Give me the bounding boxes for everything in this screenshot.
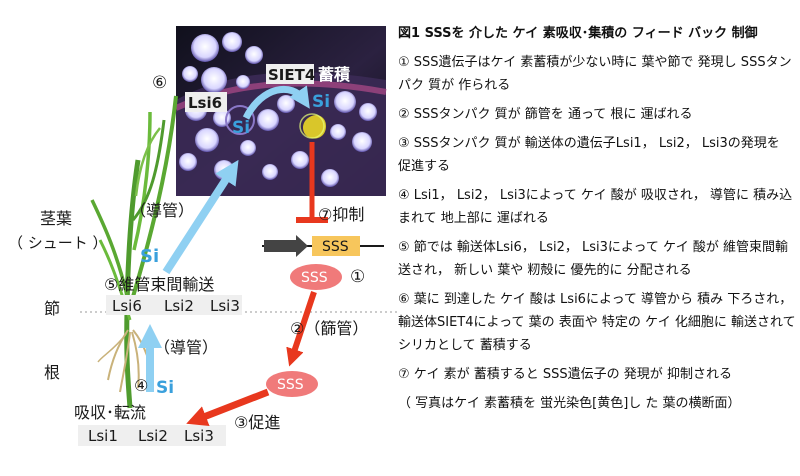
gene-label: SSS — [322, 239, 349, 255]
promote-label: ③促進 — [234, 413, 280, 432]
curved-transfer-arrow — [242, 85, 310, 120]
leaf-label: 茎葉 — [40, 209, 72, 228]
suppress-label: ⑦抑制 — [318, 205, 364, 224]
root-lsi2-label: Lsi2 — [138, 427, 168, 445]
node-label: 節 — [44, 299, 60, 318]
xylem-lower-label: （導管） — [154, 338, 218, 357]
uptake-label: 吸収･転流 — [74, 403, 146, 422]
root-lsi1-label: Lsi1 — [88, 427, 118, 445]
step6-number: ⑥ — [152, 73, 167, 93]
step1-number: ① — [350, 267, 365, 287]
legend-panel: 図1 SSSを 介した ケイ 素吸収･集積の フィード バック 制御 ① SSS… — [398, 22, 796, 415]
si-photo-right-label: Si — [312, 92, 330, 112]
phloem-label: ②（篩管） — [290, 319, 368, 338]
legend-item-2: ② SSSタンパク 質が 篩管を 通って 根に 運ばれる — [398, 107, 693, 122]
sss-lower-ellipse — [266, 371, 318, 397]
accumulate-label: 蓄積 — [318, 65, 351, 84]
xylem-upper-arrow — [162, 159, 239, 275]
silica-deposit — [302, 115, 326, 139]
node-lsi2-label: Lsi2 — [164, 297, 194, 315]
root-label: 根 — [44, 363, 60, 382]
legend-item-3: ③ SSSタンパク 質が 輸送体の遺伝子Lsi1， Lsi2， Lsi3の発現を… — [398, 136, 780, 174]
siet4-label: SIET4 — [268, 66, 315, 84]
sss-lower-label: SSS — [277, 377, 304, 393]
gene-box — [312, 236, 360, 256]
rice-plant — [90, 95, 178, 409]
sss-protein-ellipse — [290, 264, 342, 290]
legend-item-1: ① SSS遺伝子はケイ 素蓄積が少ない時に 葉や節で 発現し SSSタンパク 質… — [398, 55, 792, 93]
legend-title: 図1 SSSを 介した ケイ 素吸収･集積の フィード バック 制御 — [398, 26, 758, 41]
legend-note: （ 写真はケイ 素蓄積を 蛍光染色[黄色]し た 葉の横断面） — [398, 396, 741, 411]
promote-arrow — [186, 388, 270, 426]
sss-protein-label: SSS — [301, 270, 328, 286]
gene-promoter-arrow — [264, 235, 308, 257]
legend-item-5: ⑤ 節では 輸送体Lsi6， Lsi2， Lsi3によって ケイ 酸が 維管束間… — [398, 240, 788, 278]
si-photo-left-label: Si — [232, 118, 250, 138]
legend-item-7: ⑦ ケイ 素が 蓄積すると SSS遺伝子の 発現が 抑制される — [398, 367, 732, 382]
root-lsi3-label: Lsi3 — [184, 427, 214, 445]
legend-item-6: ⑥ 葉に 到達した ケイ 酸は Lsi6によって 導管から 積み 下ろされ， 輸… — [398, 292, 796, 353]
legend-item-4: ④ Lsi1， Lsi2， Lsi3によって ケイ 酸が 吸収され， 導管に 積… — [398, 188, 793, 226]
si-root-label: Si — [156, 378, 174, 398]
node-lsi6-label: Lsi6 — [112, 297, 142, 315]
lsi6-photo-label: Lsi6 — [188, 94, 222, 112]
vascular-transfer-label: ⑤維管束間輸送 — [104, 275, 214, 294]
xylem-upper-label: （導管） — [130, 201, 194, 220]
phloem-arrow — [286, 291, 317, 367]
node-lsi3-label: Lsi3 — [210, 297, 240, 315]
step4-number: ④ — [134, 376, 148, 395]
si-stem-label: Si — [140, 246, 159, 267]
shoot-label: （ シュート ） — [8, 234, 108, 252]
